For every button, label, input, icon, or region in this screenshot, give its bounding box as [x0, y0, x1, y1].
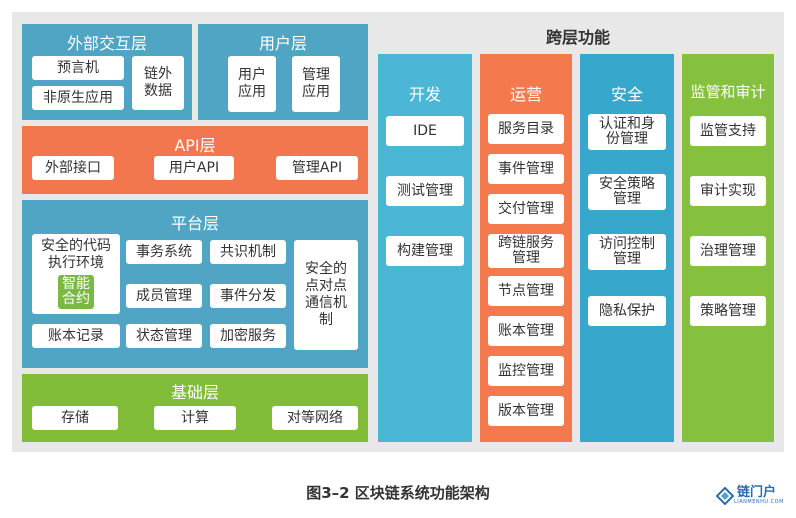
storage-box: 存储	[32, 406, 118, 430]
ledger-record-box: 账本记录	[32, 324, 120, 348]
test-mgmt-box: 测试管理	[386, 176, 464, 206]
membership-box: 成员管理	[126, 284, 202, 308]
consensus-box: 共识机制	[210, 240, 286, 264]
ide-box: IDE	[386, 116, 464, 146]
logo-mark-icon	[716, 486, 734, 505]
auth-identity-box: 认证和身份管理	[588, 114, 666, 150]
transaction-system-box: 事务系统	[126, 240, 202, 264]
crypto-service-box: 加密服务	[210, 324, 286, 348]
user-api-box: 用户API	[154, 156, 234, 180]
state-mgmt-box: 状态管理	[126, 324, 202, 348]
admin-app-box: 管理应用	[292, 56, 340, 112]
access-control-box: 访问控制管理	[588, 234, 666, 270]
logo-subtext: LIANMENHU.COM	[734, 499, 784, 505]
compute-box: 计算	[154, 406, 236, 430]
dev-title: 开发	[408, 85, 441, 104]
audit-impl-box: 审计实现	[690, 176, 766, 206]
user-layer-title: 用户层	[258, 34, 307, 53]
external-layer-panel: 外部交互层 预言机 非原生应用 链外数据	[22, 24, 192, 120]
external-interface-box: 外部接口	[32, 156, 114, 180]
secure-exec-env-label: 安全的代码执行环境	[41, 238, 111, 271]
p2p-comm-box: 安全的点对点通信机制	[294, 240, 358, 350]
monitor-mgmt-box: 监控管理	[488, 356, 564, 386]
figure-caption: 图3–2 区块链系统功能架构	[306, 484, 490, 502]
security-title: 安全	[610, 85, 643, 104]
user-app-box: 用户应用	[228, 56, 276, 112]
ops-title: 运营	[509, 85, 542, 104]
event-mgmt-box: 事件管理	[488, 154, 564, 184]
delivery-mgmt-box: 交付管理	[488, 194, 564, 224]
external-layer-title: 外部交互层	[66, 34, 147, 53]
security-column: 安全 认证和身份管理 安全策略管理 访问控制管理 隐私保护	[580, 54, 674, 442]
ledger-mgmt-box: 账本管理	[488, 316, 564, 346]
oracle-box: 预言机	[32, 56, 124, 80]
logo-text: 链门户	[737, 485, 777, 500]
node-mgmt-box: 节点管理	[488, 276, 564, 306]
version-mgmt-box: 版本管理	[488, 396, 564, 426]
audit-title: 监管和审计	[690, 83, 766, 101]
build-mgmt-box: 构建管理	[386, 236, 464, 266]
governance-box: 治理管理	[690, 236, 766, 266]
base-layer-panel: 基础层 存储 计算 对等网络	[22, 374, 368, 442]
cross-layer-title: 跨层功能	[545, 28, 610, 47]
smart-contract-label: 智能合约	[58, 275, 94, 309]
crosschain-service-box: 跨链服务管理	[488, 234, 564, 268]
site-logo: 链门户 LIANMENHU.COM	[716, 486, 784, 505]
service-catalog-box: 服务目录	[488, 114, 564, 144]
offchain-data-box: 链外数据	[132, 56, 184, 110]
base-layer-title: 基础层	[170, 383, 219, 402]
user-layer-panel: 用户层 用户应用 管理应用	[198, 24, 368, 120]
platform-layer-panel: 平台层 安全的代码执行环境 智能合约 事务系统 共识机制 成员管理 事件分发 账…	[22, 200, 368, 368]
dev-column: 开发 IDE 测试管理 构建管理	[378, 54, 472, 442]
privacy-box: 隐私保护	[588, 296, 666, 326]
secure-exec-env-box: 安全的代码执行环境 智能合约	[32, 234, 120, 314]
admin-api-box: 管理API	[276, 156, 358, 180]
audit-column: 监管和审计 监管支持 审计实现 治理管理 策略管理	[682, 54, 774, 442]
security-policy-box: 安全策略管理	[588, 174, 666, 210]
platform-layer-title: 平台层	[170, 214, 219, 233]
ops-column: 运营 服务目录 事件管理 交付管理 跨链服务管理 节点管理 账本管理 监控管理 …	[480, 54, 572, 442]
non-native-app-box: 非原生应用	[32, 86, 124, 110]
p2p-network-box: 对等网络	[272, 406, 358, 430]
policy-mgmt-box: 策略管理	[690, 296, 766, 326]
event-dispatch-box: 事件分发	[210, 284, 286, 308]
api-layer-title: API层	[174, 136, 216, 155]
supervision-support-box: 监管支持	[690, 116, 766, 146]
api-layer-panel: API层 外部接口 用户API 管理API	[22, 126, 368, 194]
